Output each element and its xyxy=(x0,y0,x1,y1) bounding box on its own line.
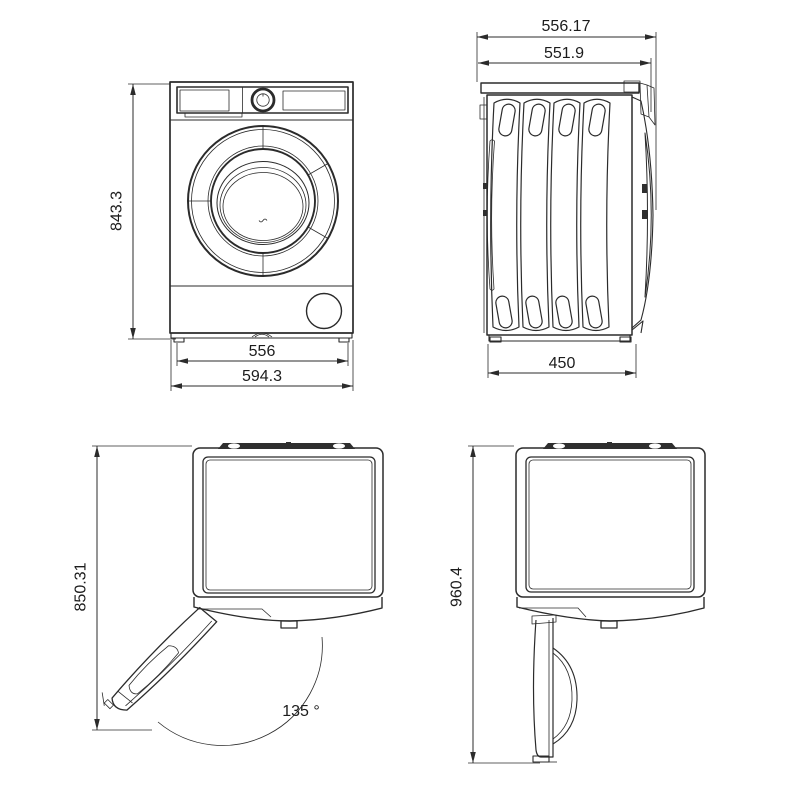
side-dimensions: 556.17 551.9 450 xyxy=(476,18,657,378)
rib-slot-bottom xyxy=(495,295,513,329)
dim-front-height-label: 843.3 xyxy=(109,191,126,231)
rib-slot-top xyxy=(498,103,516,137)
top-body-outline xyxy=(192,447,384,598)
front-foot-right xyxy=(338,337,350,343)
rib-band xyxy=(580,98,611,332)
dim-side-depth-overall-label: 556.17 xyxy=(542,18,591,35)
top-view-door-open: 135 ° 850.31 xyxy=(73,442,384,746)
side-rear-bracket xyxy=(479,104,488,120)
top-open-dimensions: 850.31 xyxy=(73,445,192,731)
rear-screw-mark xyxy=(483,210,487,216)
rear-band-cutout xyxy=(333,443,345,449)
door-latch-tab xyxy=(600,620,618,629)
door-hinge-mark xyxy=(642,184,647,193)
rear-screw-mark xyxy=(483,183,487,189)
side-foot xyxy=(619,336,632,343)
open-door-90 xyxy=(531,614,578,763)
side-door-lens xyxy=(644,132,652,298)
side-lid xyxy=(480,82,640,94)
dim-side-depth-body-label: 551.9 xyxy=(544,45,584,62)
rear-band-notch xyxy=(607,442,612,446)
rear-band-cutout xyxy=(553,443,565,449)
rib-slot-bottom xyxy=(555,295,573,329)
dim-side-depth-base-label: 450 xyxy=(549,355,576,372)
glass-logo-mark xyxy=(258,218,268,223)
door-tick-marks xyxy=(188,126,329,276)
door-tip xyxy=(532,755,550,763)
top-band-step xyxy=(197,608,272,618)
open-door-135 xyxy=(101,606,218,711)
door-glass-2 xyxy=(219,167,307,243)
door-glass-1 xyxy=(216,161,310,245)
side-base xyxy=(488,320,644,342)
side-ribs xyxy=(486,98,611,332)
open-lid-inner xyxy=(528,459,692,590)
side-foot xyxy=(489,336,502,343)
door-angle-label: 135 ° xyxy=(282,703,320,720)
door-window-outline xyxy=(128,645,179,695)
door-glass-rim xyxy=(210,148,316,254)
front-dimensions: 843.3 556 594.3 xyxy=(109,83,354,391)
rib-band xyxy=(520,98,551,332)
dim-top-open-label: 850.31 xyxy=(73,562,90,611)
front-view: 843.3 556 594.3 xyxy=(109,81,354,391)
door-swing-arc xyxy=(157,636,323,746)
filter-cover xyxy=(305,292,343,330)
open-band-step xyxy=(519,607,587,618)
rib-band xyxy=(490,98,521,332)
door-glass-dome xyxy=(552,647,578,745)
side-view: 556.17 551.9 450 xyxy=(476,18,657,378)
open-lid-outer xyxy=(525,456,695,593)
door-slab-profile xyxy=(532,618,554,758)
door-hinge-mark xyxy=(642,210,647,219)
door-glass-dome-inner xyxy=(552,652,573,740)
door-hinge-bracket xyxy=(531,614,557,625)
dim-side-open-label: 960.4 xyxy=(449,567,466,607)
detergent-drawer xyxy=(179,89,230,112)
drawer-lip xyxy=(184,112,243,118)
door-front xyxy=(187,125,339,277)
rear-band-notch xyxy=(286,442,291,446)
door-tip-details xyxy=(101,690,133,710)
front-foot-left xyxy=(173,337,185,343)
control-panel xyxy=(170,86,353,121)
dim-front-width-feet-label: 556 xyxy=(249,343,276,360)
door-slab-inner-line xyxy=(125,620,213,707)
door-latch-tab xyxy=(280,620,298,629)
door-ring-3 xyxy=(207,145,319,257)
program-knob-icon xyxy=(250,87,276,113)
rib-band xyxy=(550,98,581,332)
open-body-outline xyxy=(515,447,706,598)
side-open-dimensions: 960.4 xyxy=(449,445,540,764)
rib-slot-top xyxy=(528,103,546,137)
control-panel-frame xyxy=(176,86,349,114)
door-glass-3 xyxy=(222,172,304,241)
side-panel-edge xyxy=(639,82,656,126)
rib-partial xyxy=(486,139,495,291)
top-lid-inner xyxy=(205,459,373,591)
rear-band-cutout xyxy=(228,443,240,449)
display-window xyxy=(282,90,346,111)
top-lid-outer xyxy=(202,456,376,594)
door-ring-2 xyxy=(191,129,335,273)
rib-slot-top xyxy=(588,103,606,137)
door-slab xyxy=(111,606,218,711)
side-view-door-open: 960.4 xyxy=(449,442,706,764)
dim-front-width-overall-label: 594.3 xyxy=(242,368,282,385)
rib-slot-bottom xyxy=(525,295,543,329)
rear-band-cutout xyxy=(649,443,661,449)
side-front-edge xyxy=(631,96,654,329)
rib-slot-top xyxy=(558,103,576,137)
rib-slot-bottom xyxy=(585,295,603,329)
open-front-band xyxy=(516,597,705,622)
front-base-bump xyxy=(251,332,273,338)
front-base xyxy=(170,333,353,339)
